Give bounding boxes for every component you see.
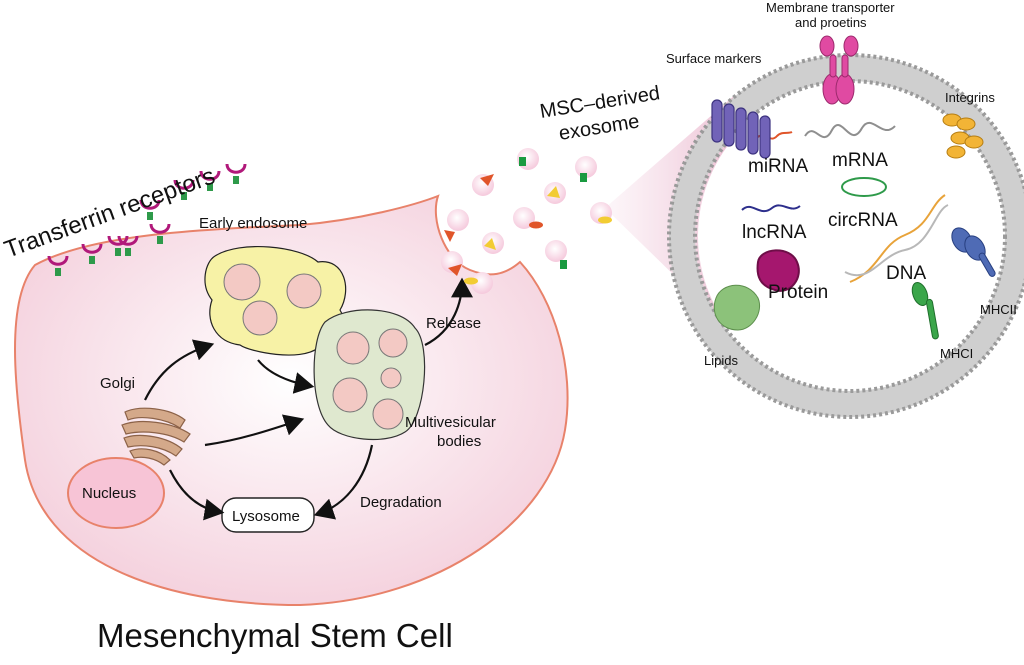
protein-blob bbox=[756, 249, 800, 292]
nucleus-label: Nucleus bbox=[82, 485, 136, 502]
mvb-vesicle bbox=[336, 331, 370, 365]
transferrin-receptor bbox=[117, 235, 139, 256]
nucleus bbox=[67, 457, 165, 529]
lysosome-label: Lysosome bbox=[232, 508, 300, 525]
lipids-label: Lipids bbox=[704, 353, 738, 368]
mhcii-label: MHCII bbox=[980, 302, 1017, 317]
lncrna-strand bbox=[741, 204, 801, 213]
membrane-transporter bbox=[819, 35, 859, 105]
lipid-blob bbox=[713, 284, 760, 331]
dna-label: DNA bbox=[886, 263, 926, 284]
golgi-label: Golgi bbox=[100, 375, 135, 392]
integrins-label: Integrins bbox=[945, 90, 995, 105]
degradation-label: Degradation bbox=[360, 494, 442, 511]
transferrin-receptor bbox=[107, 235, 129, 256]
transferrin-receptor bbox=[149, 223, 171, 244]
golgi-apparatus bbox=[121, 407, 191, 466]
surface-markers-label: Surface markers bbox=[666, 51, 762, 66]
pathway-arrows bbox=[144, 277, 473, 521]
endosome-vesicle bbox=[223, 263, 261, 301]
transferrin-receptor bbox=[47, 255, 69, 276]
mvb-label-line1: Multivesicular bbox=[405, 414, 496, 431]
transferrin-receptor bbox=[139, 199, 161, 220]
mrna-strand bbox=[804, 121, 896, 138]
diagram-title: Mesenchymal Stem Cell bbox=[97, 617, 453, 654]
mirna-label: miRNA bbox=[748, 156, 808, 177]
circrna-loop bbox=[841, 177, 887, 197]
membrane-transporter-label-1: Membrane transporter bbox=[766, 0, 895, 15]
circrna-label: circRNA bbox=[828, 210, 898, 231]
mvb-vesicle bbox=[332, 377, 368, 413]
mvb-vesicle bbox=[372, 398, 404, 430]
released-exosomes bbox=[441, 148, 612, 294]
integrins bbox=[942, 113, 984, 159]
transferrin-receptor bbox=[199, 170, 221, 191]
early-endosome-label: Early endosome bbox=[199, 215, 307, 232]
dna-helix bbox=[844, 194, 949, 283]
transferrin-receptors bbox=[47, 163, 247, 276]
transferrin-receptor bbox=[81, 243, 103, 264]
mhcii-molecule bbox=[951, 227, 996, 277]
lncrna-label: lncRNA bbox=[742, 222, 807, 243]
mvb-label-line2: bodies bbox=[437, 433, 481, 450]
protein-label: Protein bbox=[768, 282, 828, 303]
surface-marker-protein bbox=[711, 99, 771, 159]
mrna-label: mRNA bbox=[832, 150, 888, 171]
endosome-vesicle bbox=[286, 273, 322, 309]
release-label: Release bbox=[426, 315, 481, 332]
membrane-transporter-label-2: and proetins bbox=[795, 15, 867, 30]
mvb-vesicle bbox=[380, 367, 402, 389]
mhci-molecule bbox=[911, 281, 939, 340]
transferrin-receptor bbox=[225, 163, 247, 184]
mhci-label: MHCI bbox=[940, 346, 973, 361]
transferrin-receptor bbox=[173, 179, 195, 200]
mvb-vesicle bbox=[378, 328, 408, 358]
endosome-vesicle bbox=[242, 300, 278, 336]
